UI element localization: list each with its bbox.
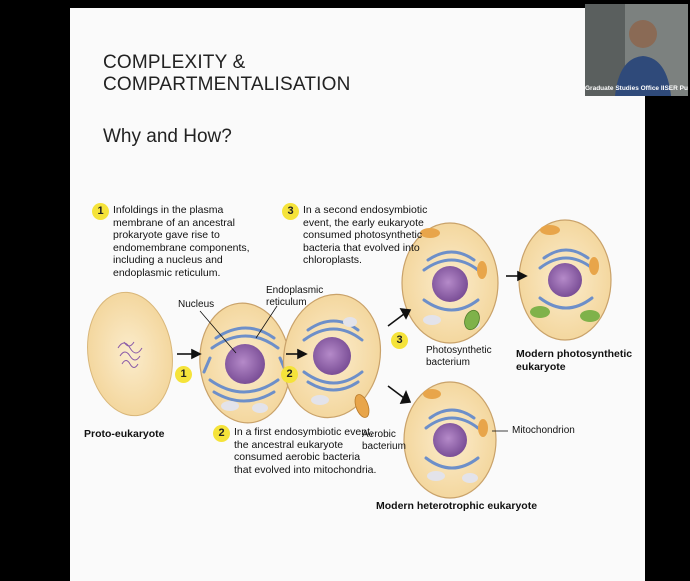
- cell-with-nucleus: [194, 299, 296, 428]
- step-2-badge: 2: [213, 425, 230, 442]
- step-3-badge: 3: [282, 203, 299, 220]
- proto-eukaryote-cell: [80, 287, 180, 421]
- step-3-text: In a second endosymbiotic event, the ear…: [303, 204, 427, 267]
- step-1-text: Infoldings in the plasma membrane of an …: [113, 204, 250, 279]
- participant-silhouette: [585, 4, 688, 96]
- mitochondrion-label: Mitochondrion: [512, 425, 575, 437]
- step-1-badge: 1: [92, 203, 109, 220]
- left-black-bar: [0, 0, 70, 581]
- modern-photosynthetic-eukaryote-cell: [519, 220, 611, 340]
- video-caption: Graduate Studies Office IISER Pune: [585, 85, 688, 92]
- endosymbiosis-diagram: [70, 8, 645, 581]
- arrow-badge-1: 1: [175, 366, 192, 383]
- participant-video-tile[interactable]: Graduate Studies Office IISER Pune: [585, 4, 688, 96]
- photosynthetic-bacterium-label: Photosynthetic bacterium: [426, 345, 492, 369]
- presentation-slide: COMPLEXITY & COMPARTMENTALISATION Why an…: [70, 8, 645, 581]
- modern-heterotrophic-eukaryote-cell: [404, 382, 496, 498]
- nucleus-label: Nucleus: [178, 299, 214, 311]
- arrow-badge-3: 3: [391, 332, 408, 349]
- arrow-badge-2: 2: [281, 366, 298, 383]
- modern-heterotrophic-label: Modern heterotrophic eukaryote: [376, 500, 537, 513]
- er-label: Endoplasmic reticulum: [266, 285, 323, 309]
- modern-photosynthetic-label: Modern photosynthetic eukaryote: [516, 348, 632, 374]
- step-2-text: In a first endosymbiotic event, the ance…: [234, 426, 376, 476]
- proto-eukaryote-label: Proto-eukaryote: [84, 428, 165, 441]
- aerobic-bacterium-label: Aerobic bacterium: [362, 429, 406, 453]
